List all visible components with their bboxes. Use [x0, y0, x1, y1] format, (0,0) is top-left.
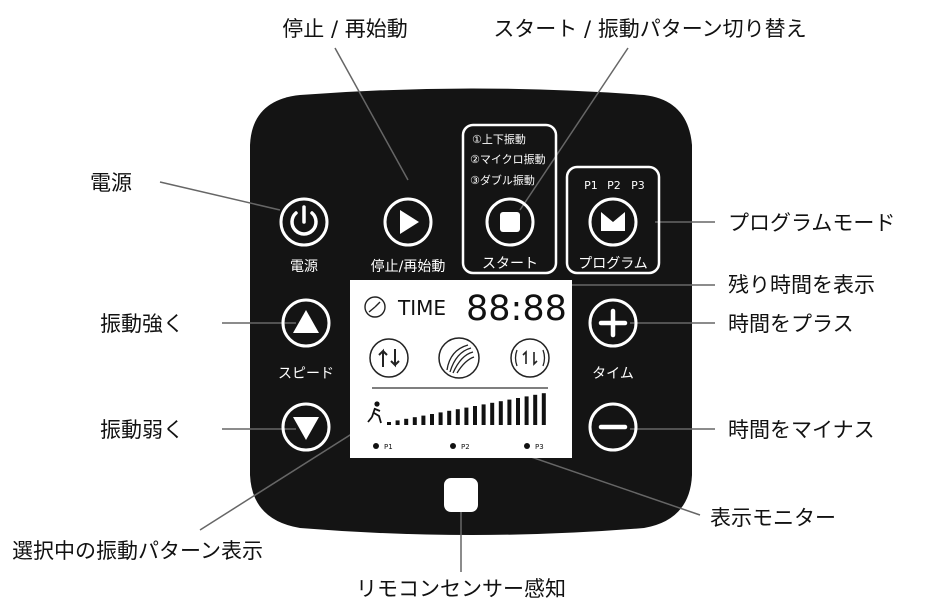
- plus-icon: [598, 308, 628, 338]
- intensity-bar: [438, 412, 443, 425]
- start-button[interactable]: [485, 197, 535, 247]
- intensity-bar: [464, 407, 469, 425]
- triangle-down-icon: [293, 417, 319, 440]
- intensity-bars: [387, 393, 546, 425]
- mode-2-label: ②マイクロ振動: [470, 152, 546, 166]
- intensity-bar: [404, 418, 409, 425]
- intensity-bar: [430, 414, 434, 425]
- stop-restart-label: 停止/再始動: [371, 258, 446, 275]
- callout-power: 電源: [90, 171, 132, 195]
- intensity-bar: [447, 410, 452, 425]
- intensity-bar: [412, 417, 417, 425]
- callout-monitor: 表示モニター: [710, 506, 836, 530]
- program-box: [565, 165, 661, 275]
- runner-icon: [367, 401, 382, 424]
- callout-time-plus: 時間をプラス: [728, 312, 854, 336]
- svg-text:P1: P1: [384, 443, 393, 451]
- speed-label: スピード: [278, 366, 334, 382]
- speed-up-button[interactable]: [281, 298, 331, 348]
- lcd-display: [350, 280, 572, 458]
- mode-box: [461, 123, 558, 275]
- program-label: プログラム: [578, 256, 648, 272]
- start-label: スタート: [482, 256, 538, 272]
- lcd-program-p3: P3: [524, 443, 544, 451]
- program-button[interactable]: [588, 197, 638, 247]
- intensity-bar: [421, 415, 426, 425]
- intensity-bar: [387, 422, 391, 425]
- svg-text:P3: P3: [535, 443, 544, 451]
- time-label: タイム: [592, 366, 634, 382]
- speed-down-button[interactable]: [281, 402, 331, 452]
- time-plus-button[interactable]: [588, 298, 638, 348]
- lcd-program-p2: P2: [450, 443, 470, 451]
- mode-1-label: ①上下振動: [472, 132, 526, 146]
- program-code-p3: P3: [631, 179, 645, 192]
- intensity-bar: [473, 406, 477, 425]
- callout-selected-pattern: 選択中の振動パターン表示: [12, 539, 263, 563]
- intensity-bar: [533, 394, 538, 425]
- intensity-bar: [541, 393, 546, 425]
- program-code-p2: P2: [607, 179, 621, 192]
- callout-remote-sensor: リモコンセンサー感知: [356, 577, 566, 601]
- intensity-bar: [524, 396, 529, 425]
- pattern-micro-icon: [438, 337, 480, 379]
- mountain-icon: [601, 212, 625, 231]
- play-icon: [400, 210, 419, 234]
- callout-time-minus: 時間をマイナス: [728, 418, 875, 442]
- callout-vibration-down: 振動弱く: [100, 418, 184, 442]
- pattern-double-icon: [510, 338, 550, 378]
- stop-square-icon: [500, 212, 520, 232]
- time-minus-button[interactable]: [588, 402, 638, 452]
- lcd-time-label: TIME: [397, 296, 446, 320]
- intensity-bar: [498, 401, 503, 425]
- callout-program-mode: プログラムモード: [728, 211, 895, 235]
- svg-text:P2: P2: [461, 443, 470, 451]
- callout-vibration-up: 振動強く: [100, 312, 184, 336]
- intensity-bar: [490, 402, 495, 425]
- stop-restart-button[interactable]: [383, 197, 433, 247]
- intensity-bar: [516, 398, 520, 425]
- power-label: 電源: [290, 259, 318, 275]
- mode-3-label: ③ダブル振動: [470, 173, 535, 187]
- power-button[interactable]: [279, 197, 329, 247]
- remote-sensor: [444, 478, 478, 512]
- intensity-bar: [507, 399, 512, 425]
- pattern-updown-icon: [369, 338, 409, 378]
- callout-start-switch: スタート / 振動パターン切り替え: [493, 17, 806, 41]
- callout-stop-restart: 停止 / 再始動: [282, 17, 407, 41]
- program-code-p1: P1: [584, 179, 598, 192]
- lcd-time-value: 88:88: [466, 289, 567, 329]
- intensity-bar: [455, 409, 460, 425]
- intensity-bar: [481, 404, 486, 425]
- power-icon: [290, 205, 318, 236]
- triangle-up-icon: [293, 310, 319, 333]
- intensity-bar: [395, 420, 400, 425]
- lcd-program-p1: P1: [373, 443, 393, 451]
- stopwatch-icon: [364, 296, 386, 318]
- callout-remaining-time: 残り時間を表示: [728, 273, 875, 297]
